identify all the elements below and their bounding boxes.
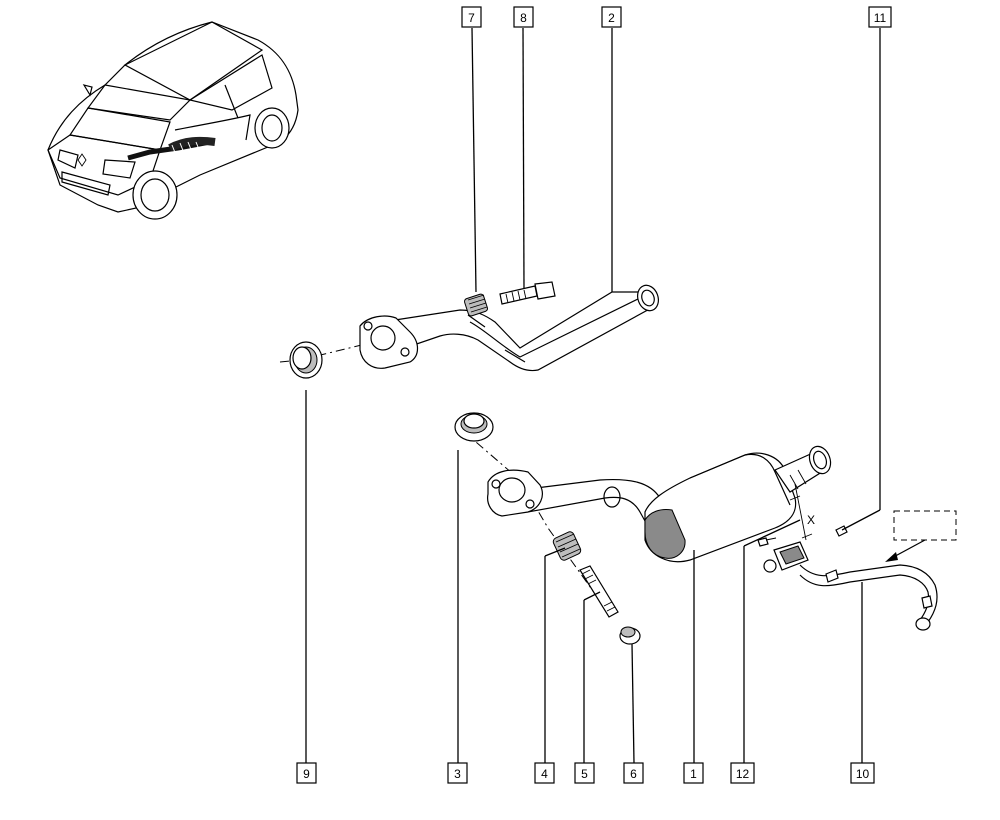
callout-11-label: 11: [874, 11, 887, 25]
callout-9-label: 9: [303, 767, 310, 781]
callout-5: 5: [574, 762, 595, 784]
part-3-gasket: [454, 412, 494, 442]
callout-4-label: 4: [541, 767, 548, 781]
leader-lines: [305, 27, 881, 764]
callout-2-label: 2: [608, 11, 615, 25]
part-10-sensor-hose: [763, 539, 938, 631]
part-2-front-pipe: [279, 284, 659, 372]
callout-10: 10: [850, 762, 875, 784]
part-6-nut: [619, 626, 641, 645]
callout-3-label: 3: [454, 767, 461, 781]
callout-8: 8: [513, 6, 534, 28]
part-8-bolt: [499, 281, 556, 305]
callout-8-label: 8: [520, 11, 527, 25]
callout-7-label: 7: [468, 11, 475, 25]
part-4-spring: [552, 531, 582, 561]
part-12-bolt: [757, 537, 777, 547]
part-5-stud: [579, 565, 619, 618]
part-7-spring: [463, 293, 489, 317]
callout-5-label: 5: [581, 767, 588, 781]
x-dimension-marker: X: [789, 483, 815, 541]
part-1-catalyst-assembly: [461, 429, 832, 613]
callout-11: 11: [868, 6, 892, 28]
callout-4: 4: [534, 762, 555, 784]
callout-12-label: 12: [736, 767, 750, 781]
callout-3: 3: [447, 762, 468, 784]
callout-9: 9: [296, 762, 317, 784]
callout-10-label: 10: [856, 767, 870, 781]
reference-detail-box: [893, 510, 957, 541]
callout-2: 2: [601, 6, 622, 28]
callout-6-label: 6: [630, 767, 637, 781]
part-9-gasket: [289, 341, 323, 379]
x-marker-label: X: [807, 513, 815, 527]
callout-6: 6: [623, 762, 644, 784]
part-11-screw: [835, 525, 848, 537]
callout-1-label: 1: [690, 767, 697, 781]
callout-7: 7: [461, 6, 482, 28]
callout-12: 12: [730, 762, 755, 784]
callout-1: 1: [683, 762, 704, 784]
car-illustration: [47, 21, 299, 220]
